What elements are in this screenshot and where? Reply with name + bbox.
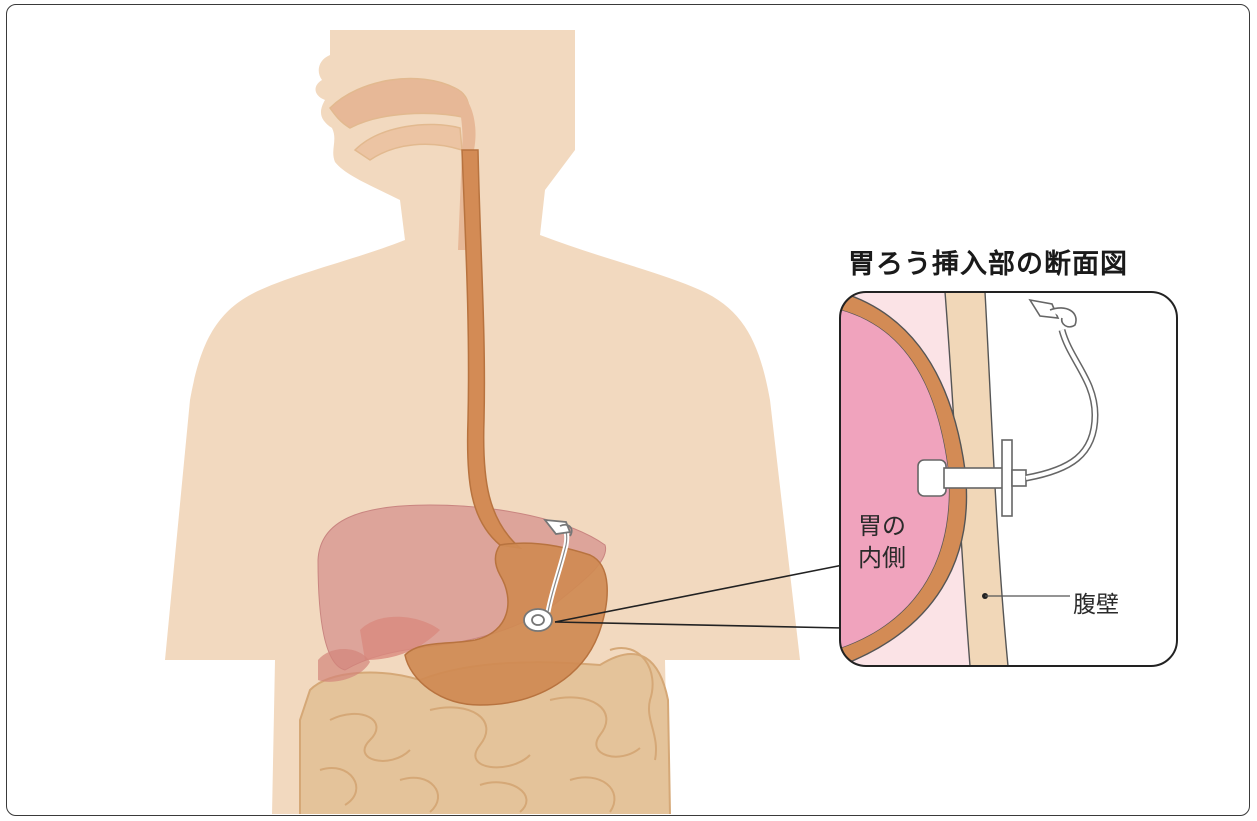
stomach-inside-label-line2: 内側: [858, 542, 906, 574]
stomach-inside-label-line1: 胃の: [858, 510, 906, 542]
cross-section-inset: [840, 292, 1177, 666]
abdominal-wall-label: 腹壁: [1073, 585, 1119, 619]
stomach-inside-label: 胃の 内側: [858, 510, 906, 574]
figure-title: 胃ろう挿入部の断面図: [848, 242, 1128, 281]
